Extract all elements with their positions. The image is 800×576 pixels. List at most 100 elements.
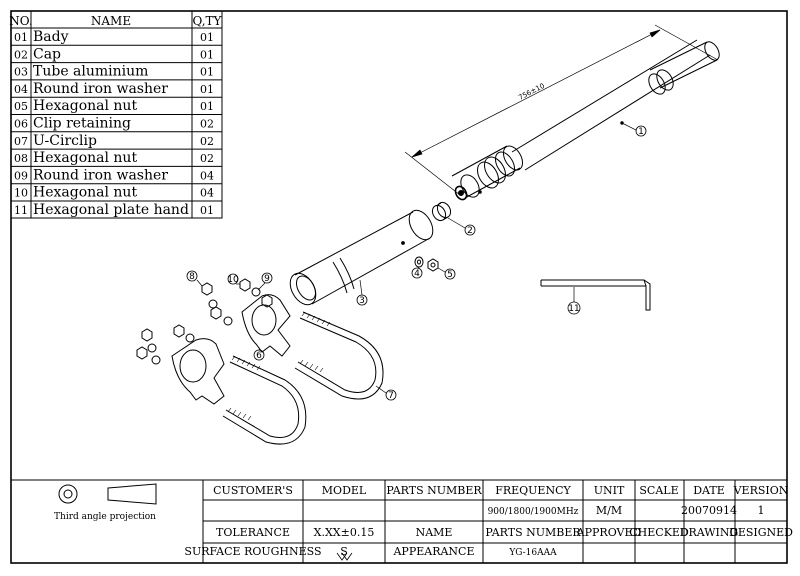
projection-label: Third angle projection xyxy=(54,512,156,522)
tb-header-2: PARTS NUMBER xyxy=(386,484,482,497)
callout-5-label: 5 xyxy=(447,270,453,280)
row-name: Round iron washer xyxy=(33,81,168,97)
title-block-text: Third angle projection CUSTOMER'S MODEL PA… xyxy=(54,484,793,561)
callout-3-label: 3 xyxy=(359,296,365,306)
tb-value-7: 1 xyxy=(758,504,765,517)
tb-row3-0: TOLERANCE xyxy=(216,526,290,539)
row-name: Tube aluminium xyxy=(33,64,148,80)
tb-row3-3: PARTS NUMBER xyxy=(485,526,581,539)
part-hex-key xyxy=(540,279,651,311)
tb-header-1: MODEL xyxy=(322,484,367,497)
row-no: 04 xyxy=(14,83,28,96)
clamp-assembly-upper xyxy=(201,278,291,357)
callout-10: 10 xyxy=(227,273,240,285)
row-no: 03 xyxy=(14,66,28,79)
row-name: Bady xyxy=(33,29,69,45)
callout-9-label: 9 xyxy=(264,274,270,284)
title-block xyxy=(10,479,788,564)
dimension-line xyxy=(404,24,719,196)
part-cap xyxy=(431,201,452,222)
row-qty: 01 xyxy=(200,204,214,217)
header-qty: Q,TY xyxy=(193,14,223,28)
table-row: 01 Bady 01 xyxy=(14,29,214,45)
clamp-assembly-lower xyxy=(136,324,225,405)
row-qty: 01 xyxy=(200,66,214,79)
part-tube-aluminium xyxy=(289,209,434,306)
row-name: Cap xyxy=(33,46,61,62)
table-row: 05 Hexagonal nut 01 xyxy=(14,98,214,114)
tb-row3-4: APPROVED xyxy=(576,526,642,539)
callout-8-label: 8 xyxy=(189,272,195,282)
row-name: Hexagonal plate hand xyxy=(33,202,189,218)
tb-header-6: DATE xyxy=(693,484,725,497)
row-qty: 01 xyxy=(200,31,214,44)
row-qty: 01 xyxy=(200,83,214,96)
row-no: 01 xyxy=(14,31,28,44)
row-qty: 02 xyxy=(200,118,214,131)
tb-header-0: CUSTOMER'S xyxy=(213,484,293,497)
table-row: 03 Tube aluminium 01 xyxy=(14,64,214,80)
projection-symbol xyxy=(58,483,157,505)
row-qty: 01 xyxy=(200,100,214,113)
isometric-drawing: 756±10 1 xyxy=(136,24,720,445)
callout-3: 3 xyxy=(356,279,368,306)
row-name: Clip retaining xyxy=(33,116,131,132)
tb-value-3: 900/1800/1900MHz xyxy=(488,507,579,517)
row-name: Hexagonal nut xyxy=(33,185,137,201)
callout-1-label: 1 xyxy=(638,127,644,137)
callout-11: 11 xyxy=(567,287,581,315)
tb-header-4: UNIT xyxy=(594,484,625,497)
callout-1: 1 xyxy=(620,121,647,137)
tb-row3-7: DESIGNED xyxy=(729,526,793,539)
row-no: 06 xyxy=(14,118,28,131)
part-body xyxy=(451,39,720,201)
callout-2: 2 xyxy=(447,217,476,236)
table-row: 02 Cap 01 xyxy=(14,46,214,62)
table-row: 10 Hexagonal nut 04 xyxy=(14,185,214,201)
parts-table xyxy=(10,10,223,219)
callout-5: 5 xyxy=(437,267,456,280)
tb-row3-6: DRAWING xyxy=(680,526,739,539)
callout-6-label: 6 xyxy=(256,351,262,361)
tb-row4-0: SURFACE ROUGHNESS xyxy=(184,545,321,558)
u-bolt-lower xyxy=(222,355,307,445)
parts-table-text: NO. NAME Q,TY 01 Bady 01 02 Cap 01 03 Tube alum… xyxy=(9,14,222,218)
row-no: 08 xyxy=(14,152,28,165)
row-name: Hexagonal nut xyxy=(33,98,137,114)
table-row: 04 Round iron washer 01 xyxy=(14,81,214,97)
callout-10-label: 10 xyxy=(227,275,239,285)
row-no: 07 xyxy=(14,135,28,148)
row-no: 05 xyxy=(14,100,28,113)
tb-row4-1: S xyxy=(340,545,348,558)
dimension-label: 756±10 xyxy=(517,82,546,102)
tb-row3-5: CHECKED xyxy=(629,526,689,539)
tb-row3-2: NAME xyxy=(416,526,453,539)
callout-7: 7 xyxy=(375,385,397,401)
tb-header-5: SCALE xyxy=(639,484,678,497)
row-name: U-Circlip xyxy=(33,133,97,149)
row-qty: 02 xyxy=(200,135,214,148)
tb-row4-2: APPEARANCE xyxy=(392,545,474,558)
header-no: NO. xyxy=(9,14,32,28)
row-qty: 02 xyxy=(200,152,214,165)
callout-9: 9 xyxy=(257,272,273,291)
tb-header-3: FREQUENCY xyxy=(495,484,571,497)
row-no: 10 xyxy=(14,187,28,200)
tb-value-4: M/M xyxy=(596,504,622,517)
row-qty: 04 xyxy=(200,187,214,200)
callout-4-label: 4 xyxy=(414,269,420,279)
tb-row4-3: YG-16AAA xyxy=(508,548,557,558)
row-qty: 01 xyxy=(200,48,214,61)
row-no: 02 xyxy=(14,48,28,61)
header-name: NAME xyxy=(91,14,131,28)
u-bolt-upper xyxy=(294,311,384,400)
tb-value-6: 20070914 xyxy=(681,504,737,517)
callout-2-label: 2 xyxy=(467,226,473,236)
row-name: Round iron washer xyxy=(33,167,168,183)
table-row: 07 U-Circlip 02 xyxy=(14,133,214,149)
callout-8: 8 xyxy=(186,270,203,287)
